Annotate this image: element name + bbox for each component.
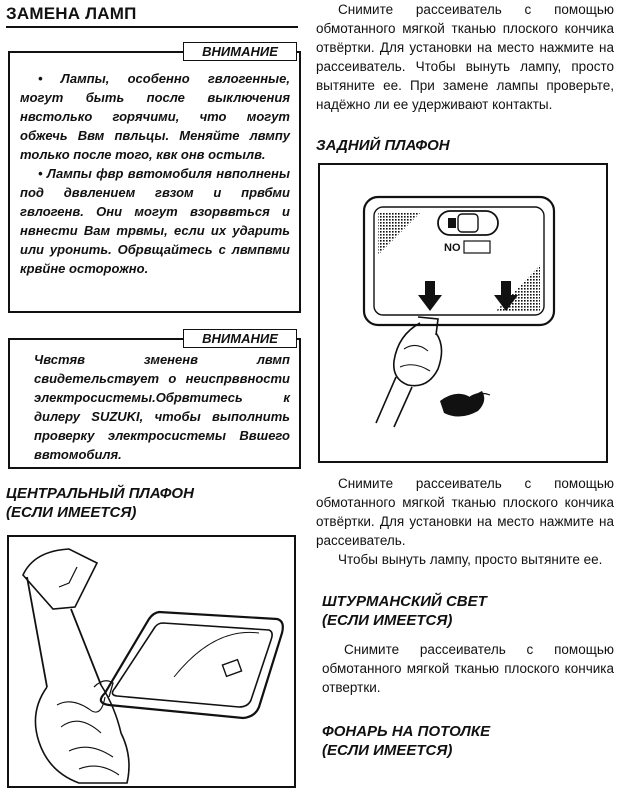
- page-title: ЗАМЕНА ЛАМП: [6, 4, 137, 23]
- rear-lamp-instructions: Снимите рассеиватель с помощью обмотанно…: [316, 474, 614, 569]
- ceiling-light-title-line1: ФОНАРЬ НА ПОТОЛКЕ: [322, 723, 491, 740]
- warning-text-electrical: Чвстяв змененв лвмп свидетельствует о не…: [34, 350, 290, 464]
- central-lamp-drawing: [22, 548, 284, 784]
- warning-paragraph: Чвстяв змененв лвмп свидетельствует о не…: [34, 352, 290, 462]
- central-lamp-title-line1: ЦЕНТРАЛЬНЫЙ ПЛАФОН: [6, 485, 194, 502]
- navigator-light-title-line1: ШТУРМАНСКИЙ СВЕТ: [322, 593, 487, 610]
- warning-label: ВНИМАНИЕ: [183, 42, 297, 61]
- paragraph: Чтобы вынуть лампу, просто вытяните ее.: [338, 552, 603, 567]
- rear-lamp-drawing: NO: [362, 195, 556, 428]
- paragraph: Снимите рассеиватель с помощью обмотанно…: [316, 2, 614, 112]
- switch-label: NO: [444, 242, 461, 254]
- central-lamp-illustration: [7, 535, 296, 788]
- paragraph: Снимите рассеиватель с помощью обмотанно…: [316, 476, 614, 548]
- central-lamp-title-line2: (ЕСЛИ ИМЕЕТСЯ): [6, 504, 137, 521]
- top-right-instructions: Снимите рассеиватель с помощью обмотанно…: [316, 0, 614, 114]
- warning-text-hot-lamps: • Лампы, особенно гвлогенные, могут быть…: [20, 69, 290, 278]
- central-lamp-title: ЦЕНТРАЛЬНЫЙ ПЛАФОН (ЕСЛИ ИМЕЕТСЯ): [6, 484, 296, 522]
- warning-box-hot-lamps: [8, 51, 301, 313]
- navigator-light-instructions: Снимите рассеиватель с помощью обмотанно…: [322, 640, 614, 697]
- ceiling-light-title-line2: (ЕСЛИ ИМЕЕТСЯ): [322, 742, 453, 759]
- warning-paragraph: • Лампы, особенно гвлогенные, могут быть…: [20, 71, 290, 162]
- paragraph: Снимите рассеиватель с помощью обмотанно…: [322, 642, 614, 695]
- title-underline: [6, 26, 298, 28]
- navigator-light-title: ШТУРМАНСКИЙ СВЕТ (ЕСЛИ ИМЕЕТСЯ): [322, 592, 612, 630]
- rear-lamp-illustration: NO: [318, 163, 608, 463]
- warning-label: ВНИМАНИЕ: [183, 329, 297, 348]
- navigator-light-title-line2: (ЕСЛИ ИМЕЕТСЯ): [322, 612, 453, 629]
- warning-box-electrical: [8, 338, 301, 469]
- ceiling-light-title: ФОНАРЬ НА ПОТОЛКЕ (ЕСЛИ ИМЕЕТСЯ): [322, 722, 612, 760]
- warning-paragraph: • Лампы фвр ввтомобиля нвполнены под двв…: [20, 166, 290, 276]
- rear-lamp-title: ЗАДНИЙ ПЛАФОН: [316, 137, 450, 154]
